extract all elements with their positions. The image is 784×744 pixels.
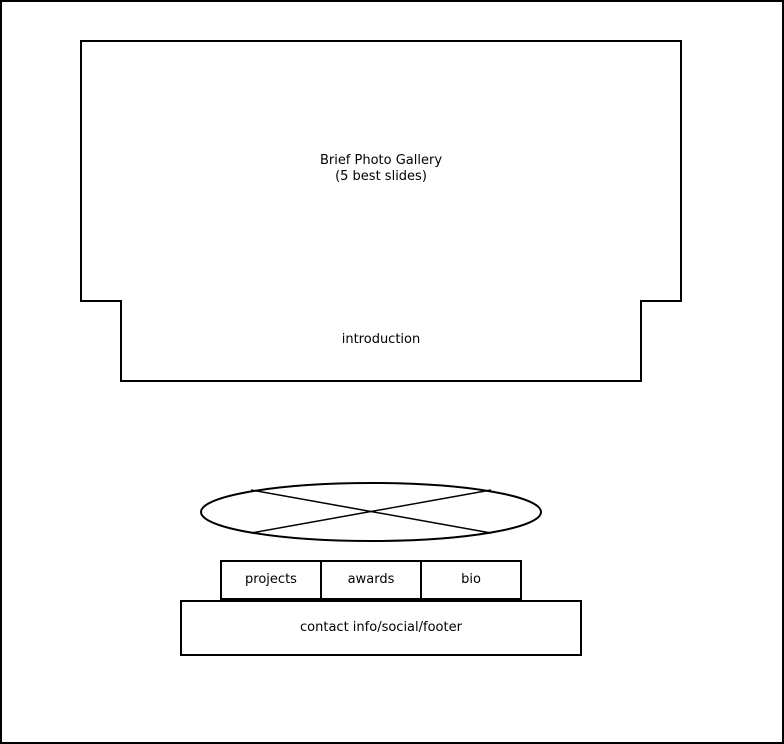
nav-projects-button[interactable]: projects	[220, 560, 322, 600]
introduction-label: introduction	[341, 332, 421, 347]
footer: contact info/social/footer	[180, 600, 582, 656]
footer-label: contact info/social/footer	[300, 620, 462, 635]
nav-projects-label: projects	[245, 572, 297, 587]
gallery-subtitle: (5 best slides)	[335, 169, 427, 184]
nav-bio-label: bio	[461, 572, 481, 587]
image-placeholder-icon	[200, 482, 542, 542]
photo-gallery[interactable]: Brief Photo Gallery (5 best slides)	[80, 40, 682, 302]
gallery-title: Brief Photo Gallery	[319, 153, 443, 168]
nav-bio-button[interactable]: bio	[420, 560, 522, 600]
nav-awards-label: awards	[347, 572, 395, 587]
introduction-section: introduction	[120, 300, 642, 382]
nav-awards-button[interactable]: awards	[320, 560, 422, 600]
